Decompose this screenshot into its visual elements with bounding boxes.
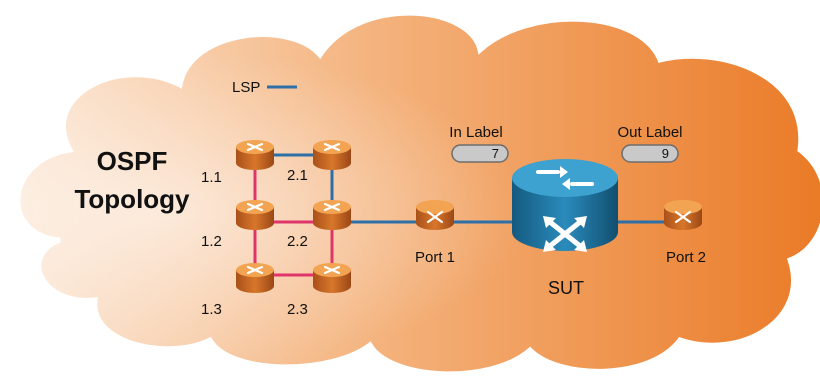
title-line-2: Topology: [74, 184, 190, 214]
legend: LSP: [232, 79, 297, 96]
router-label-2.1: 2.1: [287, 167, 308, 184]
router-label-2.3: 2.3: [287, 301, 308, 318]
port-label-1: Port 1: [415, 249, 455, 266]
router-1.1-icon: [236, 140, 274, 170]
sut-label: SUT: [548, 278, 584, 298]
router-2.2-icon: [313, 200, 351, 230]
out-label-group: Out Label 9: [617, 124, 683, 163]
in-label-badge: [451, 144, 509, 163]
router-label-1.1: 1.1: [201, 169, 222, 186]
router-2.3-icon: [313, 263, 351, 293]
legend-label: LSP: [232, 79, 260, 96]
router-layer: [236, 140, 702, 293]
router-label-2.2: 2.2: [287, 233, 308, 250]
out-label-value: 9: [662, 146, 669, 161]
in-label-group: In Label 7: [449, 124, 509, 163]
in-label-value: 7: [492, 146, 499, 161]
title-line-1: OSPF: [97, 146, 168, 176]
out-label-title: Out Label: [617, 124, 682, 141]
diagram-title: OSPF Topology: [74, 146, 190, 214]
router-1.2-icon: [236, 200, 274, 230]
port2-switch-icon: [664, 200, 702, 230]
router-label-1.2: 1.2: [201, 233, 222, 250]
in-label-title: In Label: [449, 124, 502, 141]
sut-router-icon: [512, 159, 618, 252]
port1-switch-icon: [416, 200, 454, 230]
router-label-1.3: 1.3: [201, 301, 222, 318]
port-label-2: Port 2: [666, 249, 706, 266]
cloud-background: [15, 10, 820, 377]
router-2.1-icon: [313, 140, 351, 170]
router-labels: 1.1 2.1 1.2 2.2 1.3 2.3: [201, 167, 308, 318]
out-label-badge: [621, 144, 679, 163]
router-1.3-icon: [236, 263, 274, 293]
